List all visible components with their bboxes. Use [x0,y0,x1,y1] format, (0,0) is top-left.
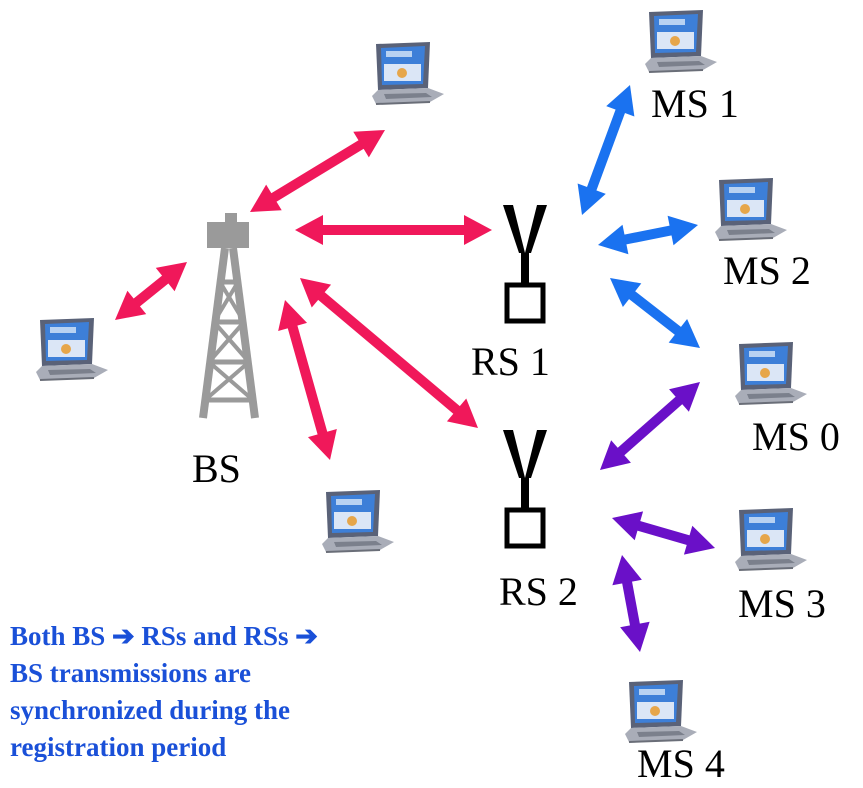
rs2-label: RS 2 [499,569,578,614]
ms4-laptop-icon [624,679,698,743]
ms0-label: MS 0 [752,414,840,459]
bs-to-laptop-top-head-start [250,184,282,212]
bs-to-laptop-bottom-arrow [278,300,337,460]
rs2-to-ms0-head-start [600,440,631,470]
rs1-to-ms1-head-end [606,85,635,117]
rs2-to-ms4-arrow [612,555,650,652]
bs-to-rs1-arrow [295,215,492,245]
bs-to-rs1-head-start [295,215,323,245]
bs-to-rs2-shaft [316,290,462,416]
bs-to-laptop-top-arrow [250,130,385,212]
rs1-to-ms0-head-start [610,278,642,308]
bs-to-laptop-left-arrow [115,262,187,320]
rs2-to-ms4-head-end [620,621,650,652]
ms3-laptop-icon [734,507,808,571]
ms3-label: MS 3 [738,581,826,626]
note-line-1: Both BS ➔ RSs and RSs ➔ [10,621,318,651]
rs1-to-ms0-shaft [627,290,683,336]
rs1-to-ms2-head-end [667,215,698,246]
ms0-laptop-icon [734,341,808,405]
rs1-antenna-icon [503,205,547,321]
bs-to-laptop-bottom-head-start [278,300,308,332]
rs2-to-ms3-head-start [612,511,644,541]
bs-to-rs1-head-end [464,215,492,245]
rs1-to-ms2-shaft [622,225,674,245]
rs2-to-ms3-head-end [683,525,715,555]
bs-to-rs2-head-start [300,278,332,308]
rs2-to-ms4-head-start [612,555,642,586]
rs2-to-ms3-shaft [635,520,692,546]
ms2-label: MS 2 [723,248,811,293]
rs1-to-ms1-shaft [586,107,626,193]
note-line-2: BS transmissions are [10,658,252,688]
rs2-to-ms0-arrow [600,382,700,470]
note-line-3: synchronized during the [10,695,291,725]
bs-label: BS [192,446,241,491]
bs-to-laptop-bottom-shaft [287,323,328,437]
ms4-label: MS 4 [637,741,725,786]
bs-laptop-left-icon [35,317,109,381]
ms1-label: MS 1 [651,81,739,126]
rs2-to-ms4-shaft [621,579,641,628]
bs-laptop-top-icon [371,41,445,105]
ms2-laptop-icon [714,177,788,241]
bs-to-laptop-left-head-end [115,290,147,320]
bs-to-laptop-top-head-end [353,130,385,158]
rs1-to-ms0-arrow [610,278,700,348]
bs-to-rs2-arrow [300,278,478,428]
rs1-to-ms2-head-start [598,224,629,255]
ms1-laptop-icon [644,9,718,73]
rs2-to-ms3-arrow [612,511,715,555]
rs1-label: RS 1 [471,339,550,384]
bs-laptop-bottom-icon [321,489,395,553]
rs1-to-ms1-head-start [577,183,606,215]
bs-to-laptop-left-shaft [132,274,170,308]
note-line-4: registration period [10,732,227,762]
links [115,85,715,652]
rs2-to-ms0-shaft [616,395,684,457]
rs1-to-ms1-arrow [577,85,635,215]
bs-to-rs2-head-end [446,398,478,428]
rs1-to-ms2-arrow [598,215,698,255]
synchronization-note: Both BS ➔ RSs and RSs ➔ BS transmissions… [10,618,440,766]
bs-to-laptop-bottom-head-end [307,428,337,460]
bs-to-laptop-top-shaft [269,139,366,203]
rs2-to-ms0-head-end [669,382,700,412]
rs1-to-ms0-head-end [668,318,700,348]
rs2-antenna-icon [503,430,547,546]
base-station-tower-icon [199,213,259,419]
bs-to-laptop-left-head-start [155,262,187,292]
